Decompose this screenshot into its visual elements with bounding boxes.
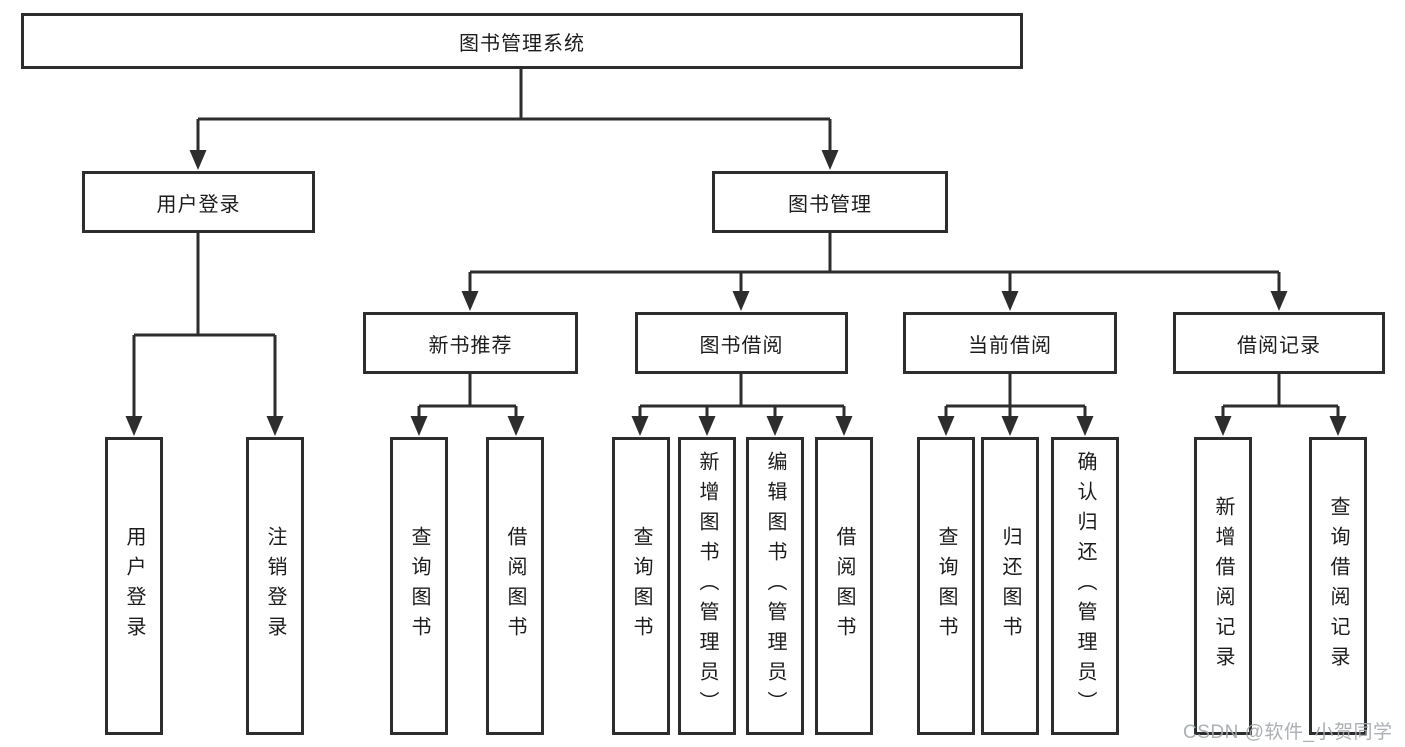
leaf-label: 查询图书 <box>935 526 957 646</box>
leaf-label: 借阅图书 <box>833 526 855 646</box>
leaf-label: 查询图书 <box>630 526 652 646</box>
node-current-borrow: 当前借阅 <box>903 312 1117 374</box>
leaf-label: 编辑图书（管理员） <box>764 451 786 721</box>
leaf-label: 查询借阅记录 <box>1327 496 1349 676</box>
node-user-login-branch: 用户登录 <box>82 171 315 233</box>
leaf-user-login: 用户登录 <box>105 437 163 735</box>
leaf-add-books-admin: 新增图书（管理员） <box>678 437 736 735</box>
leaf-logout: 注销登录 <box>246 437 304 735</box>
leaf-query-books-borrow: 查询图书 <box>612 437 670 735</box>
csdn-watermark: CSDN @软件_小贺同学 <box>1183 722 1393 743</box>
leaf-label: 新增借阅记录 <box>1212 496 1234 676</box>
leaf-confirm-return-admin: 确认归还（管理员） <box>1051 437 1119 735</box>
leaf-borrow-books-recommend: 借阅图书 <box>486 437 544 735</box>
leaf-label: 用户登录 <box>123 526 145 646</box>
leaf-label: 新增图书（管理员） <box>696 451 718 721</box>
node-book-borrow: 图书借阅 <box>635 312 848 374</box>
leaf-label: 归还图书 <box>999 526 1021 646</box>
leaf-edit-books-admin: 编辑图书（管理员） <box>746 437 804 735</box>
leaf-query-borrow-record: 查询借阅记录 <box>1309 437 1367 735</box>
leaf-borrow-books: 借阅图书 <box>815 437 873 735</box>
leaf-label: 确认归还（管理员） <box>1074 451 1096 721</box>
node-book-management-branch: 图书管理 <box>712 171 948 233</box>
leaf-query-books-current: 查询图书 <box>917 437 975 735</box>
connector-lines <box>132 67 1340 420</box>
leaf-return-books: 归还图书 <box>981 437 1039 735</box>
leaf-add-borrow-record: 新增借阅记录 <box>1194 437 1252 735</box>
leaf-label: 借阅图书 <box>504 526 526 646</box>
leaf-label: 注销登录 <box>264 526 286 646</box>
node-borrow-records: 借阅记录 <box>1173 312 1385 374</box>
arrowhead-icons <box>125 150 1347 436</box>
node-new-book-recommend: 新书推荐 <box>363 312 578 374</box>
leaf-query-books-recommend: 查询图书 <box>390 437 448 735</box>
leaf-label: 查询图书 <box>408 526 430 646</box>
node-root-system: 图书管理系统 <box>21 13 1023 69</box>
